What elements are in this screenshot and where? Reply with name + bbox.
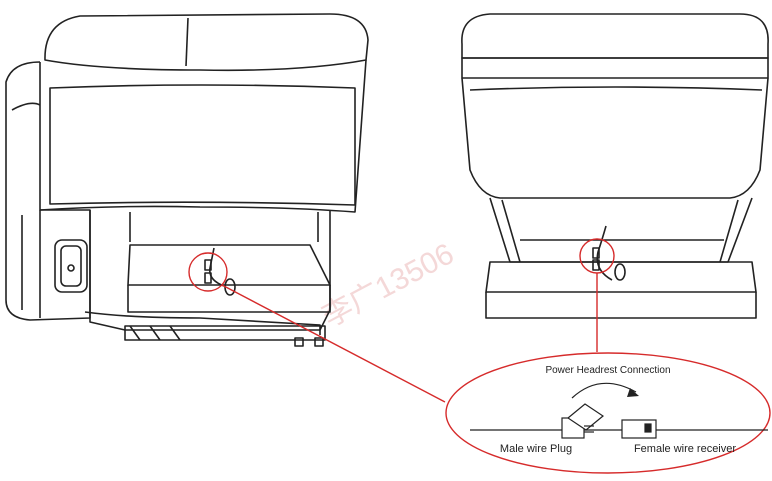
footrest-top <box>84 311 321 335</box>
female-receiver-label: Female wire receiver <box>634 443 736 455</box>
footrest-foot-2 <box>314 337 324 347</box>
recliner-side-view <box>5 13 369 347</box>
callout-title: Power Headrest Connection <box>545 365 670 376</box>
male-plug-icon <box>561 403 605 439</box>
left-headrest-cushion <box>44 13 369 72</box>
recliner-back-view <box>461 13 769 319</box>
left-connector-highlight <box>188 252 228 292</box>
left-arm-lines <box>21 210 41 318</box>
left-headrest-seam <box>185 17 189 67</box>
right-lower-frame <box>489 197 753 263</box>
power-button-frame <box>60 245 82 287</box>
left-leader-line <box>221 284 446 403</box>
right-seat-box <box>485 261 757 293</box>
right-frame-posts <box>501 199 739 263</box>
callout-ellipse <box>445 352 771 474</box>
male-plug-label: Male wire Plug <box>500 443 572 455</box>
left-back-panel <box>39 59 367 213</box>
highlight-markers <box>188 238 771 474</box>
right-wire-loop <box>614 263 626 281</box>
left-arm-roll <box>11 102 41 111</box>
right-headrest-cushion <box>461 13 769 59</box>
left-connector-upper <box>204 259 212 271</box>
right-seat-front <box>485 292 757 319</box>
connect-arrow-head <box>627 388 639 397</box>
left-seat-front <box>127 285 331 313</box>
right-connector-lower <box>592 259 600 271</box>
left-frame-posts <box>129 212 319 242</box>
left-back-inner <box>49 84 356 206</box>
right-headrest-band <box>461 57 769 79</box>
watermark-text: 李广13506 <box>317 237 459 333</box>
footrest-foot-1 <box>294 337 304 347</box>
right-back-inner <box>469 86 763 91</box>
footrest-base <box>124 325 326 341</box>
female-receiver-icon <box>621 419 657 439</box>
right-connector-upper <box>592 247 600 259</box>
right-headrest-wire <box>596 225 613 281</box>
power-button-dot <box>67 264 75 272</box>
power-button-housing <box>54 239 88 293</box>
connection-callout: Power Headrest Connection Male wire Plug… <box>470 365 768 455</box>
connect-arrow <box>571 382 637 399</box>
footrest-slats <box>129 325 181 341</box>
left-connector-lower <box>204 272 212 284</box>
right-back-panel <box>461 77 769 199</box>
left-side-arm <box>5 61 91 321</box>
